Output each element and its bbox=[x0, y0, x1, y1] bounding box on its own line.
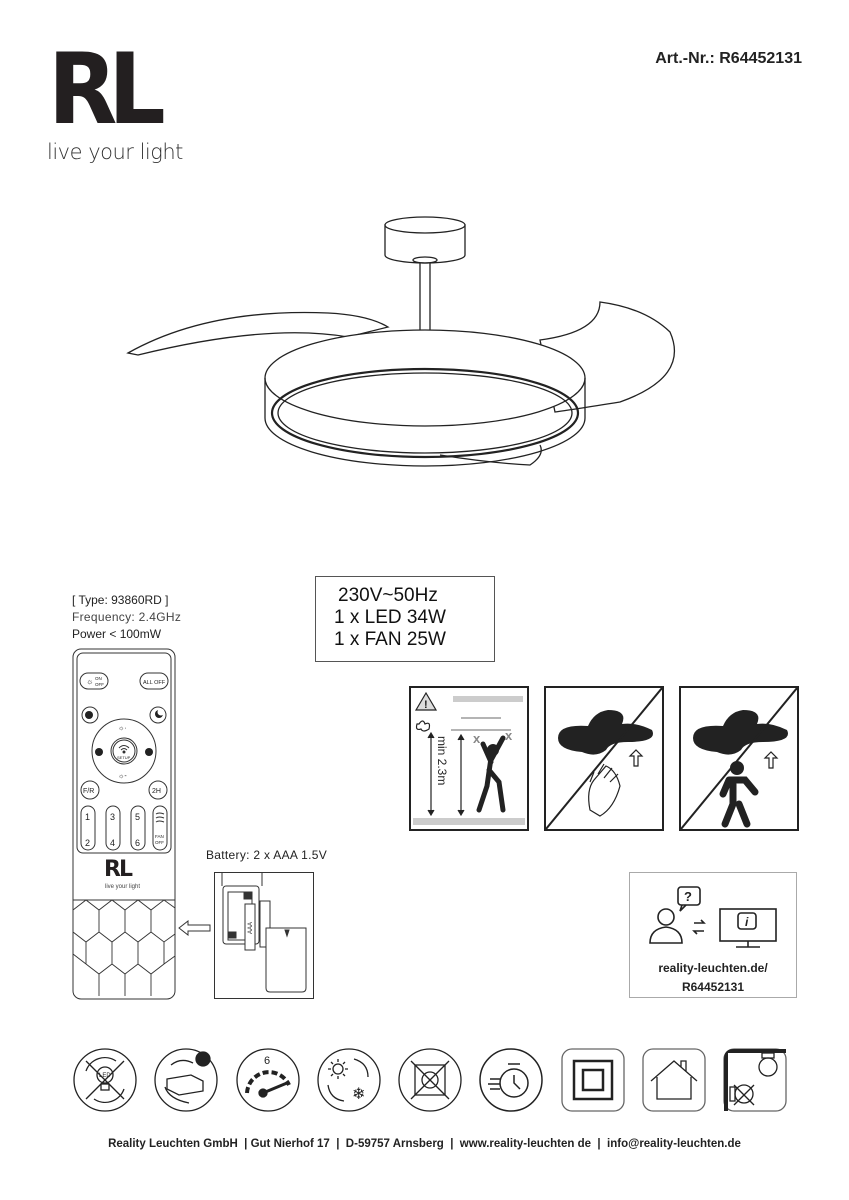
remote-power: Power < 100mW bbox=[72, 627, 162, 641]
product-symbols: LED 6 ❄ bbox=[72, 1047, 788, 1115]
not-for-wall-mounting-icon bbox=[723, 1048, 787, 1112]
spec-led: 1 x LED 34W bbox=[334, 607, 446, 628]
not-for-insulation-cover-icon bbox=[398, 1048, 462, 1112]
remote-type: [ Type: 93860RD ] bbox=[72, 593, 169, 607]
article-number: Art.-Nr.: R64452131 bbox=[655, 50, 802, 67]
no-person-under-fan-icon bbox=[679, 686, 799, 831]
no-hand-touching-fan-icon bbox=[544, 686, 664, 831]
svg-text:ALL OFF: ALL OFF bbox=[143, 680, 166, 686]
arrow-left-icon bbox=[178, 920, 211, 936]
svg-text:❄: ❄ bbox=[352, 1086, 365, 1103]
specifications-box: 230V~50Hz 1 x LED 34W 1 x FAN 25W bbox=[315, 576, 495, 662]
svg-text:☼-: ☼- bbox=[118, 773, 127, 780]
spec-voltage: 230V~50Hz bbox=[338, 585, 438, 606]
svg-text:!: ! bbox=[424, 699, 428, 711]
svg-text:i: i bbox=[745, 915, 749, 929]
svg-text:live your light: live your light bbox=[105, 884, 140, 890]
support-article: R64452131 bbox=[681, 980, 745, 994]
svg-text:FAN: FAN bbox=[155, 834, 164, 839]
svg-text:x: x bbox=[473, 731, 481, 746]
remote-control-illustration: ☼ ON OFF ALL OFF ☼· ☼- SETUP F/R 2H 1 2 … bbox=[72, 648, 176, 1000]
svg-text:ON: ON bbox=[95, 676, 102, 681]
svg-text:OFF: OFF bbox=[95, 682, 104, 687]
safety-warnings: ! min 2.3m x x bbox=[409, 686, 799, 831]
timer-icon bbox=[479, 1048, 543, 1112]
svg-text:RL: RL bbox=[104, 857, 133, 882]
online-help-icon: ? i bbox=[649, 886, 777, 948]
spec-fan: 1 x FAN 25W bbox=[334, 629, 446, 650]
brand-tagline: live your light bbox=[47, 140, 183, 164]
svg-text:F/R: F/R bbox=[83, 788, 94, 795]
svg-text:3: 3 bbox=[110, 812, 115, 822]
driver-replaceable-by-professional-icon bbox=[154, 1048, 218, 1112]
svg-text:2: 2 bbox=[85, 838, 90, 848]
svg-text:1: 1 bbox=[85, 812, 90, 822]
brand-logo-mark: RL bbox=[48, 33, 166, 147]
svg-text:SETUP: SETUP bbox=[117, 755, 131, 760]
svg-text:6: 6 bbox=[135, 838, 140, 848]
svg-text:6: 6 bbox=[264, 1055, 270, 1067]
support-url[interactable]: reality-leuchten.de/ bbox=[658, 961, 768, 975]
minimum-height-warning-icon: ! min 2.3m x x bbox=[409, 686, 529, 831]
svg-text:x: x bbox=[505, 728, 513, 743]
sun-icon: ☼ bbox=[86, 677, 93, 686]
summer-winter-mode-icon: ❄ bbox=[317, 1048, 381, 1112]
svg-text:AAA: AAA bbox=[248, 922, 254, 934]
battery-label: Battery: 2 x AAA 1.5V bbox=[206, 848, 328, 862]
svg-text:OFF: OFF bbox=[155, 840, 164, 845]
svg-text:☼·: ☼· bbox=[118, 725, 127, 732]
battery-compartment-illustration: AAA AAA bbox=[214, 872, 314, 999]
online-support-box: ? i reality-leuchten.de/ R64452131 bbox=[629, 872, 797, 998]
six-speed-icon: 6 bbox=[235, 1048, 300, 1112]
indoor-use-only-icon bbox=[642, 1048, 706, 1112]
led-not-replaceable-icon: LED bbox=[73, 1048, 137, 1112]
ceiling-fan-illustration bbox=[126, 216, 675, 467]
remote-frequency: Frequency: 2.4GHz bbox=[72, 610, 182, 624]
svg-text:LED: LED bbox=[99, 1073, 111, 1079]
svg-text:2H: 2H bbox=[152, 788, 161, 795]
svg-text:4: 4 bbox=[110, 838, 115, 848]
company-footer: Reality Leuchten GmbH | Gut Nierhof 17 |… bbox=[108, 1138, 741, 1150]
protection-class-ii-icon bbox=[560, 1048, 625, 1112]
remote-info: [ Type: 93860RD ] Frequency: 2.4GHz Powe… bbox=[72, 592, 181, 643]
svg-text:5: 5 bbox=[135, 812, 140, 822]
svg-text:min 2.3m: min 2.3m bbox=[435, 736, 449, 785]
svg-text:?: ? bbox=[684, 889, 692, 904]
